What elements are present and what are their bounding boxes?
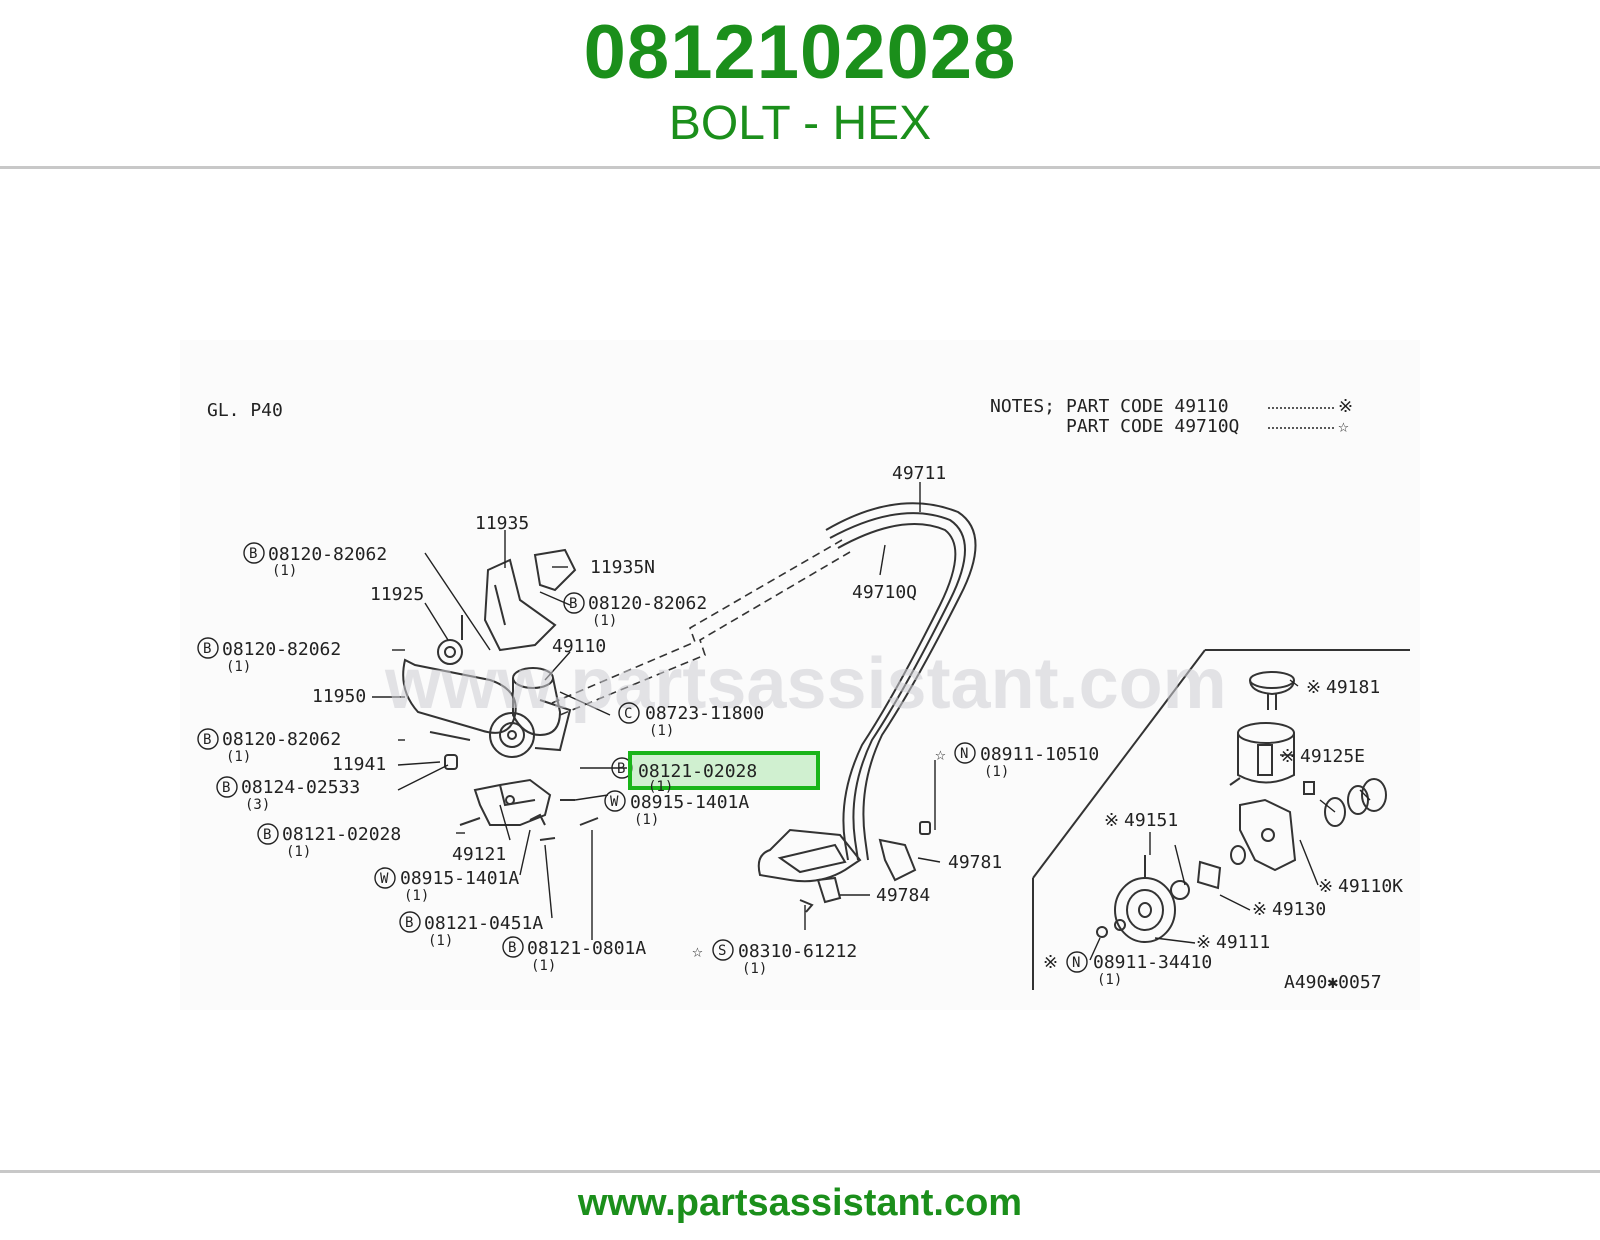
circle-b-letter: B	[569, 596, 577, 612]
circle-c-letter: C	[624, 706, 632, 722]
asterisk-mark: ※	[1318, 876, 1333, 897]
qty-08120-82062-d: (1)	[226, 749, 251, 765]
figure-code: A490✱0057	[1284, 972, 1382, 993]
label-11950[interactable]: 11950	[312, 686, 366, 707]
asterisk-mark: ※	[1306, 677, 1321, 698]
notes-prefix: NOTES;	[990, 396, 1055, 417]
label-49711[interactable]: 49711	[892, 463, 946, 484]
label-08120-82062-b[interactable]: 08120-82062	[588, 593, 707, 614]
label-08121-02028[interactable]: 08121-02028	[282, 824, 401, 845]
label-08723-11800[interactable]: 08723-11800	[645, 703, 764, 724]
qty-08310-61212: (1)	[742, 961, 767, 977]
watermark-text: www.partsassistant.com	[384, 644, 1227, 724]
label-08121-0451a[interactable]: 08121-0451A	[424, 913, 543, 934]
label-49710q[interactable]: 49710Q	[852, 582, 917, 603]
circle-w-letter: W	[380, 871, 389, 887]
qty-08124-02533: (3)	[245, 797, 270, 813]
footer-website[interactable]: www.partsassistant.com	[577, 1182, 1023, 1224]
note2-mark: ☆	[1338, 416, 1349, 437]
star-mark: ☆	[935, 744, 946, 765]
qty-08120-82062-a: (1)	[272, 563, 297, 579]
circle-b-letter: B	[203, 732, 211, 748]
circle-w-letter: W	[610, 794, 619, 810]
label-08121-0801a[interactable]: 08121-0801A	[527, 938, 646, 959]
label-49784[interactable]: 49784	[876, 885, 930, 906]
label-08120-82062-c[interactable]: 08120-82062	[222, 639, 341, 660]
qty-08121-0801a: (1)	[531, 958, 556, 974]
label-49151[interactable]: 49151	[1124, 810, 1178, 831]
circle-s-letter: S	[718, 943, 726, 959]
asterisk-mark: ※	[1196, 932, 1211, 953]
label-49130[interactable]: 49130	[1272, 899, 1326, 920]
asterisk-mark: ※	[1252, 899, 1267, 920]
asterisk-mark: ※	[1043, 952, 1058, 973]
circle-b-letter: B	[508, 940, 516, 956]
pump-exploded-view-drawing	[1032, 649, 1410, 990]
label-49110k[interactable]: 49110K	[1338, 876, 1403, 897]
qty-08915-1401a-a: (1)	[634, 812, 659, 828]
page-reference: GL. P40	[207, 400, 283, 421]
label-49110[interactable]: 49110	[552, 636, 606, 657]
label-11941[interactable]: 11941	[332, 754, 386, 775]
label-49181[interactable]: 49181	[1326, 677, 1380, 698]
label-08915-1401a-b[interactable]: 08915-1401A	[400, 868, 519, 889]
label-08911-10510[interactable]: 08911-10510	[980, 744, 1099, 765]
header-divider	[0, 166, 1600, 169]
label-49121[interactable]: 49121	[452, 844, 506, 865]
label-08911-34410[interactable]: 08911-34410	[1093, 952, 1212, 973]
label-08124-02533[interactable]: 08124-02533	[241, 777, 360, 798]
highlighted-part-box[interactable]	[628, 751, 820, 790]
pump-bracket-drawing	[402, 548, 599, 841]
label-08120-82062-a[interactable]: 08120-82062	[268, 544, 387, 565]
qty-08911-10510: (1)	[984, 764, 1009, 780]
return-hose-dashed	[551, 539, 851, 716]
footer-divider	[0, 1170, 1600, 1173]
qty-08120-82062-b: (1)	[592, 613, 617, 629]
label-08310-61212[interactable]: 08310-61212	[738, 941, 857, 962]
note-part-code-49110: PART CODE 49110	[1066, 396, 1229, 417]
circle-b-letter: B	[203, 641, 211, 657]
label-49111[interactable]: 49111	[1216, 932, 1270, 953]
leader-lines	[372, 482, 1371, 961]
circle-b-letter: B	[405, 915, 413, 931]
part-number-title: 0812102028	[583, 10, 1017, 95]
asterisk-mark: ※	[1280, 746, 1295, 767]
part-description: BOLT - HEX	[668, 97, 932, 150]
label-08120-82062-d[interactable]: 08120-82062	[222, 729, 341, 750]
circle-b-letter: B	[617, 761, 625, 777]
qty-08121-02028: (1)	[286, 844, 311, 860]
asterisk-mark: ※	[1104, 810, 1119, 831]
circle-b-letter: B	[263, 827, 271, 843]
qty-08723-11800: (1)	[649, 723, 674, 739]
star-mark: ☆	[692, 941, 703, 962]
circle-n-letter: N	[1072, 955, 1080, 971]
qty-08120-82062-c: (1)	[226, 659, 251, 675]
label-11925[interactable]: 11925	[370, 584, 424, 605]
label-49125e[interactable]: 49125E	[1300, 746, 1365, 767]
qty-08915-1401a-b: (1)	[404, 888, 429, 904]
circle-b-letter: B	[222, 780, 230, 796]
page-header: 0812102028 BOLT - HEX	[0, 0, 1600, 168]
note1-mark: ※	[1338, 396, 1353, 417]
qty-08121-0451a: (1)	[428, 933, 453, 949]
label-49781[interactable]: 49781	[948, 852, 1002, 873]
note-part-code-49710q: PART CODE 49710Q	[1066, 416, 1239, 437]
circle-b-letter: B	[249, 546, 257, 562]
label-highlighted-08121-02028[interactable]: 08121-02028	[638, 761, 757, 782]
circle-n-letter: N	[960, 746, 968, 762]
label-08915-1401a-a[interactable]: 08915-1401A	[630, 792, 749, 813]
label-11935n[interactable]: 11935N	[590, 557, 655, 578]
diagram-background	[180, 340, 1420, 1010]
qty-08911-34410: (1)	[1097, 972, 1122, 988]
qty-highlighted-08121-02028: (1)	[648, 779, 673, 795]
label-11935[interactable]: 11935	[475, 513, 529, 534]
